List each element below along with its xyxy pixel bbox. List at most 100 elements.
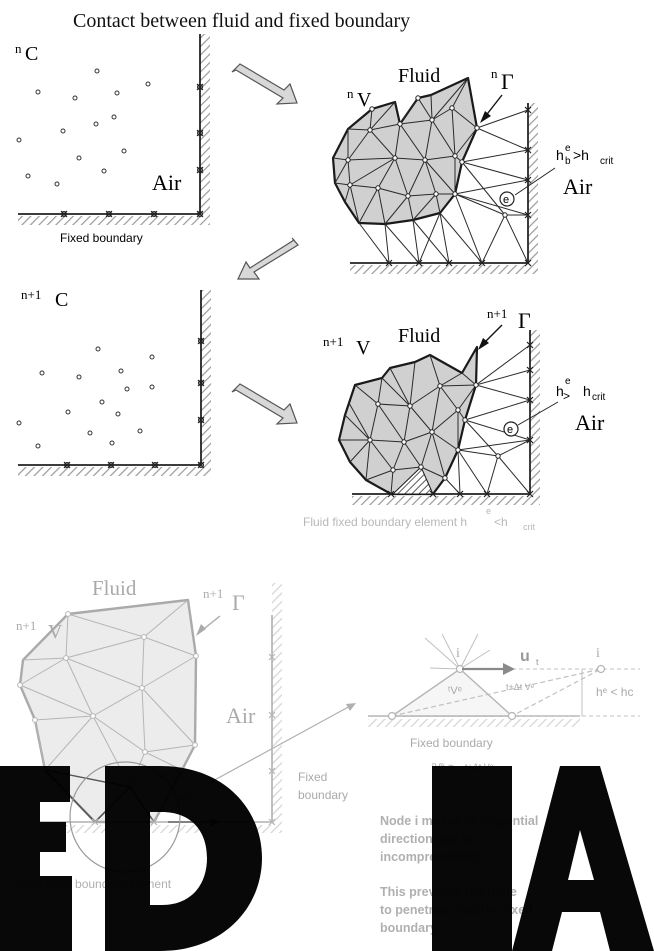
volume-label: V <box>357 89 372 111</box>
particle <box>16 137 22 143</box>
gamma-superscript: n <box>491 66 498 81</box>
wall-hatch <box>200 34 210 219</box>
particle <box>54 181 60 187</box>
particle <box>145 81 151 87</box>
zoom-connector-arrowhead <box>346 703 356 711</box>
particle <box>101 168 107 174</box>
fluid-label: Fluid <box>92 576 137 600</box>
cloud-label-superscript: n <box>15 41 22 56</box>
volume-label-n1-v: n+1 V <box>323 334 371 359</box>
criterion-rhs: h <box>583 383 591 399</box>
panel-2-mesh: n V Fluid n Γ h e b >h crit e Air <box>331 65 614 274</box>
svg-text:e: e <box>503 194 509 206</box>
criterion-rest: >h <box>573 147 589 163</box>
element-marker: e <box>503 421 519 437</box>
cloud-label-n-c: n C <box>15 41 38 65</box>
criterion-label: h e b >h crit <box>556 143 614 167</box>
gamma-label-n1: n+1 Γ <box>487 306 531 333</box>
fluid-label: Fluid <box>398 65 440 87</box>
panel-3-point-cloud: n+1 C <box>16 287 211 476</box>
wall-hatch <box>528 103 538 271</box>
gamma-pointer-arrow <box>480 94 503 123</box>
fixed-boundary-label-line2: boundary <box>298 788 348 802</box>
air-label: Air <box>152 170 182 195</box>
wall-hatch <box>201 290 211 473</box>
cloud-label: C <box>55 289 68 311</box>
volume-at-t-plus-dt: t+Δt Vᵉ <box>506 682 535 692</box>
panel-1-point-cloud: n C <box>15 34 210 245</box>
element-at-t-plus-dt <box>391 668 602 717</box>
gamma-label-n1: n+1 Γ <box>203 586 245 615</box>
particle <box>94 68 100 74</box>
velocity-label: u <box>520 648 530 665</box>
particle <box>25 173 31 179</box>
element-at-t <box>389 668 514 717</box>
criterion-h-sup: e <box>565 143 571 154</box>
node-i-label-left: i <box>456 646 460 661</box>
criterion-sub: crit <box>592 392 606 403</box>
volume-label: V <box>356 337 371 359</box>
air-label: Air <box>563 174 593 199</box>
particle <box>72 95 78 101</box>
volume-label: V <box>48 621 63 643</box>
element-marker: e <box>499 191 515 207</box>
caption-mid: <h <box>494 515 508 529</box>
arrow-panel1-to-panel2 <box>231 63 298 105</box>
caption-sup: e <box>486 506 491 516</box>
arrow-panel3-to-panel4 <box>231 383 298 425</box>
cloud-label-n1-c: n+1 C <box>21 287 68 311</box>
fixed-boundary-label-line1: Fixed <box>298 770 327 784</box>
mesh-nodes <box>345 95 508 218</box>
fixed-boundary-line <box>18 290 202 466</box>
gamma-label: Γ <box>501 69 514 94</box>
cloud-label-superscript: n+1 <box>21 287 41 302</box>
fixed-boundary-label: Fixed boundary <box>410 736 493 750</box>
particle <box>121 148 127 154</box>
caption-sub: crit <box>523 522 535 532</box>
criterion-leader <box>517 401 559 426</box>
particle <box>114 90 120 96</box>
node-i-fan <box>424 633 491 670</box>
floor-hatch <box>18 467 211 476</box>
particle <box>111 114 117 120</box>
criterion-h-sup: e <box>565 376 571 387</box>
boundary-nodes <box>387 341 534 498</box>
height-criterion-label: hᵉ < hc <box>596 685 633 699</box>
gamma-label: Γ <box>232 590 245 615</box>
gamma-label-n: n Γ <box>491 66 514 94</box>
volume-superscript: n+1 <box>323 334 343 349</box>
arrow-panel2-to-panel3 <box>237 237 299 280</box>
criterion-h: h <box>556 383 564 399</box>
watermark-letter-i <box>432 766 512 951</box>
floor-hatch <box>352 496 540 505</box>
floor-hatch <box>18 216 210 225</box>
wall-hatch <box>272 583 282 831</box>
fluid-particles <box>16 346 155 449</box>
boundary-node <box>196 129 204 137</box>
criterion-sub: crit <box>600 156 614 167</box>
caption-prefix: Fluid fixed boundary element h <box>303 515 467 529</box>
criterion-leader <box>514 167 556 196</box>
gamma-superscript: n+1 <box>203 586 223 601</box>
gamma-label: Γ <box>518 308 531 333</box>
note-line-6: boundary <box>380 921 437 935</box>
wall-hatch <box>530 330 540 502</box>
fluid-mesh-edges <box>332 77 478 225</box>
particle <box>60 128 66 134</box>
watermark-logo <box>0 766 654 951</box>
criterion-symbol: > <box>563 389 570 403</box>
fluid-label: Fluid <box>398 325 440 347</box>
floor-hatch <box>350 265 538 274</box>
gamma-pointer-arrow <box>478 324 503 350</box>
panel-6-node-detail: i i u t ᵗVᵉ t+Δt Vᵉ hᵉ < hc Fixed bounda… <box>368 633 640 773</box>
boundary-nodes <box>385 106 532 267</box>
criterion-h: h <box>556 147 564 163</box>
velocity-arrowhead <box>503 663 515 675</box>
volume-superscript: n+1 <box>16 618 36 633</box>
gamma-pointer-arrow <box>196 615 221 636</box>
floor-hatch <box>368 719 580 727</box>
boundary-nodes <box>63 337 205 469</box>
boundary-node <box>150 210 158 218</box>
cloud-label: C <box>25 43 38 65</box>
particle <box>93 121 99 127</box>
